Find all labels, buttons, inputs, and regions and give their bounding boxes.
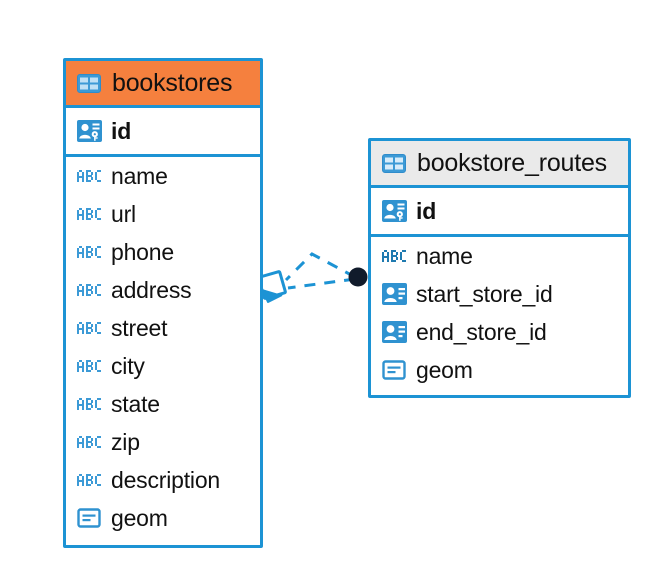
relationship-source-marker [348,267,368,287]
field-label-id: id [416,197,437,224]
field-row-state[interactable]: state [66,385,260,423]
field-label-end-store-id: end_store_id [416,318,547,345]
text-field-icon [76,277,102,303]
field-row-street[interactable]: street [66,309,260,347]
field-label-name: name [416,242,473,269]
field-label-description: description [111,466,221,493]
field-label-address: address [111,276,192,303]
field-row-city[interactable]: city [66,347,260,385]
text-field-icon [76,467,102,493]
entity-bookstores-header[interactable]: bookstores [66,61,260,108]
field-row-description[interactable]: description [66,461,260,499]
primary-key-icon [381,198,407,224]
entity-bookstore-routes-title: bookstore_routes [417,148,607,177]
field-row-phone[interactable]: phone [66,233,260,271]
foreign-key-icon [381,319,407,345]
field-label-name: name [111,162,168,189]
field-label-id: id [111,117,132,144]
field-row-name[interactable]: name [66,157,260,195]
field-row-start-store-id[interactable]: start_store_id [371,275,628,313]
entity-bookstores[interactable]: bookstores id [63,58,263,548]
primary-key-icon [76,118,102,144]
field-label-start-store-id: start_store_id [416,280,553,307]
entity-bookstore-routes-header[interactable]: bookstore_routes [371,141,628,188]
relationship-line-lower [287,277,356,290]
field-label-street: street [111,314,168,341]
entity-bookstore-routes-pk-section: id [371,188,628,237]
field-label-city: city [111,352,145,379]
field-label-url: url [111,200,136,227]
relationship-target-tail [261,288,283,303]
text-field-icon [76,201,102,227]
table-icon [381,150,407,176]
text-field-icon [76,315,102,341]
entity-bookstore-routes-fields: name start_store_id [371,237,628,389]
entity-bookstores-fields: name [66,157,260,537]
entity-bookstores-title: bookstores [112,68,233,97]
table-icon [76,70,102,96]
field-row-id[interactable]: id [371,188,628,234]
text-field-icon [76,391,102,417]
text-field-icon [381,243,407,269]
geometry-field-icon [76,505,102,531]
field-row-name[interactable]: name [371,237,628,275]
field-row-address[interactable]: address [66,271,260,309]
entity-bookstore-routes[interactable]: bookstore_routes [368,138,631,398]
field-row-zip[interactable]: zip [66,423,260,461]
field-row-geom[interactable]: geom [66,499,260,537]
field-label-state: state [111,390,160,417]
relationship-line-upper [284,252,356,282]
field-row-end-store-id[interactable]: end_store_id [371,313,628,351]
field-label-phone: phone [111,238,174,265]
field-row-url[interactable]: url [66,195,260,233]
foreign-key-icon [381,281,407,307]
text-field-icon [76,163,102,189]
field-label-zip: zip [111,428,140,455]
field-row-geom[interactable]: geom [371,351,628,389]
text-field-icon [76,239,102,265]
entity-bookstores-pk-section: id [66,108,260,157]
field-label-geom: geom [416,356,473,383]
text-field-icon [76,429,102,455]
geometry-field-icon [381,357,407,383]
field-row-id[interactable]: id [66,108,260,154]
field-label-geom: geom [111,504,168,531]
text-field-icon [76,353,102,379]
